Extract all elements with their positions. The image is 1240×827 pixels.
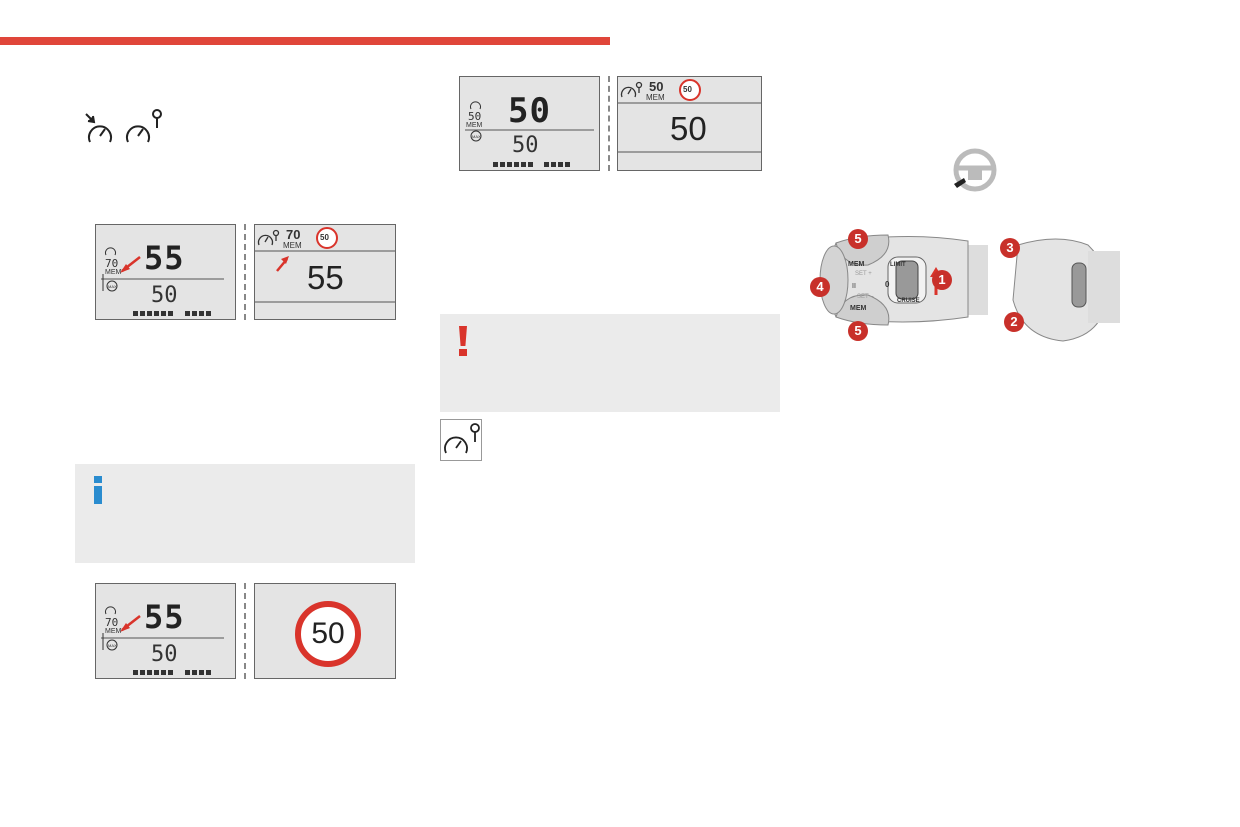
speed-sign-value: 50	[311, 617, 345, 650]
max-label: MAX	[108, 284, 117, 289]
limit-label: LIMIT	[890, 262, 906, 268]
mem-label: MEM	[105, 269, 122, 276]
warning-note-box	[440, 314, 780, 412]
current-speed: 50	[151, 283, 178, 308]
callout-3: 3	[1000, 238, 1020, 258]
callout-5-top: 5	[848, 229, 868, 249]
mem-label-top: MEM	[848, 261, 865, 268]
set-speed: 55	[144, 239, 185, 277]
limit-speed-small: 70	[105, 616, 119, 629]
callout-1: 1	[932, 270, 952, 290]
info-icon	[93, 476, 103, 504]
speed-limiter-cruise-icons	[85, 109, 162, 143]
speed-limiter-icon-box	[440, 419, 482, 461]
callout-5-bottom: 5	[848, 321, 868, 341]
set-speed: 55	[144, 598, 185, 636]
speed-sign-value: 50	[683, 85, 692, 94]
max-label: MAX	[472, 134, 481, 139]
set-plus-label: SET +	[855, 271, 872, 277]
limit-speed: 70	[286, 227, 301, 242]
instrument-display-left: 55 70 MEM MAX 50	[95, 224, 236, 320]
section-color-bar	[0, 37, 610, 45]
max-label: MAX	[108, 643, 117, 648]
set-speed: 50	[508, 91, 551, 131]
screen-divider	[244, 224, 248, 320]
limit-speed-small: 70	[105, 257, 119, 270]
callout-2: 2	[1004, 312, 1024, 332]
screen-divider	[608, 76, 612, 171]
instrument-display-right: 50 MEM 50 50	[617, 76, 762, 171]
speed-limiter-icon	[126, 109, 162, 143]
current-speed: 50	[151, 642, 178, 667]
cruise-label: CRUISE	[897, 298, 920, 304]
callout-4: 4	[810, 277, 830, 297]
set-minus-label: SET –	[857, 294, 874, 300]
limit-speed: 50	[649, 79, 664, 94]
limit-speed-small: 50	[468, 110, 482, 123]
instrument-display-right: 70 MEM 50 55	[254, 224, 396, 320]
mem-label: MEM	[105, 628, 122, 635]
steering-wheel-icon	[953, 148, 997, 192]
mem-label: MEM	[466, 122, 483, 129]
screen-divider	[244, 583, 248, 679]
speed-sign-value: 50	[320, 233, 329, 242]
speed-limiter-off-icon	[85, 113, 112, 143]
instrument-display-right: 50	[254, 583, 396, 679]
instrument-display-left: 50 50 MEM MAX 50	[459, 76, 600, 171]
info-note-box	[75, 464, 415, 563]
current-speed: 55	[307, 259, 344, 296]
cruise-control-stalk	[819, 234, 1120, 342]
warning-icon	[458, 326, 468, 356]
current-speed: 50	[670, 110, 707, 147]
mem-label: MEM	[646, 93, 665, 102]
mem-label: MEM	[283, 241, 302, 250]
zero-label: 0	[885, 280, 890, 289]
instrument-display-left: 55 70 MEM MAX 50	[95, 583, 236, 679]
pause-label: II	[852, 283, 856, 290]
mem-label-bottom: MEM	[850, 305, 867, 312]
current-speed: 50	[512, 133, 539, 158]
speed-limiter-icon	[444, 423, 480, 454]
